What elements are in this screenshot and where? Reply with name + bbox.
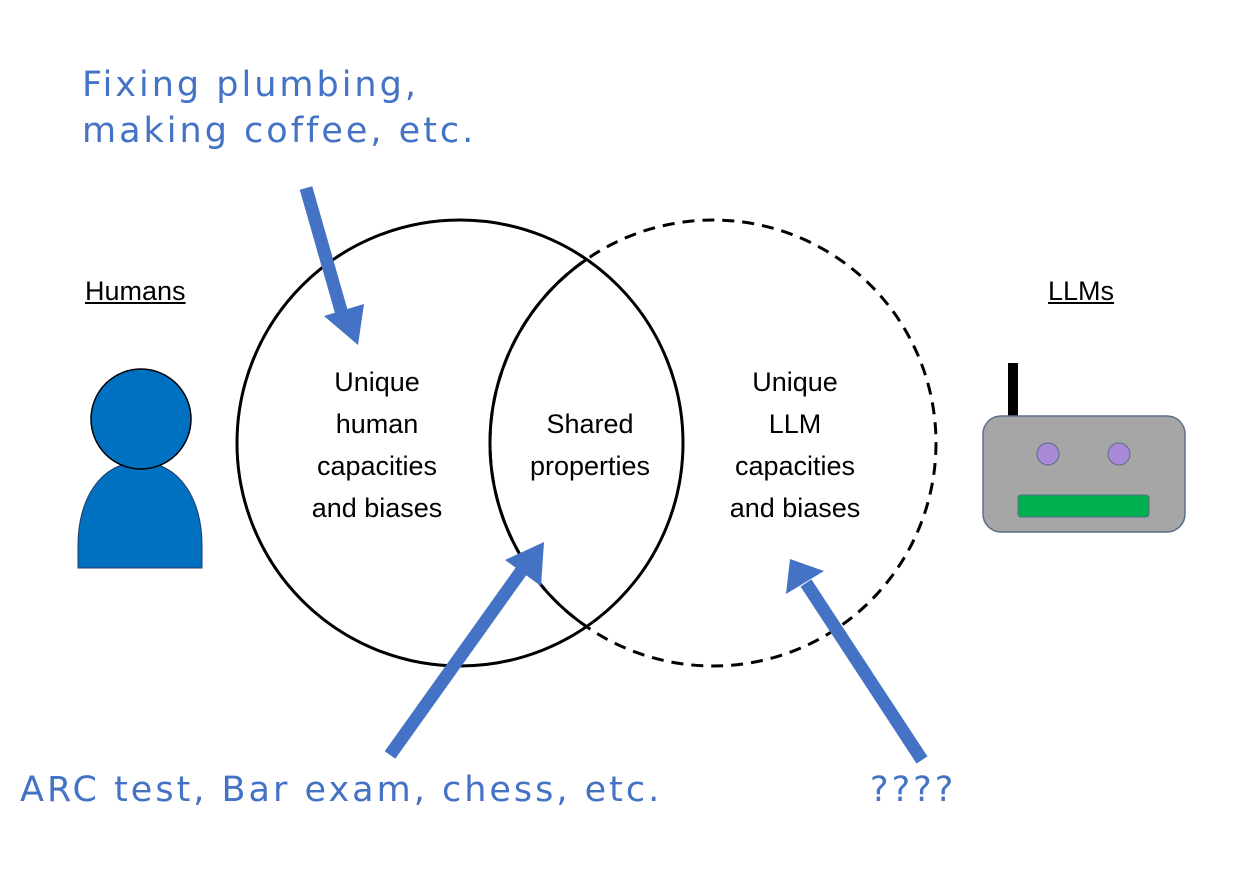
shared-text: Shared properties	[500, 403, 680, 487]
human-unique-line-2: human	[335, 409, 419, 439]
arrow-llm-unique	[786, 559, 928, 764]
arrow-shared	[384, 542, 544, 759]
top-annotation-line-2: making coffee, etc.	[82, 111, 477, 151]
humans-label: Humans	[85, 276, 186, 306]
human-unique-line-1: Unique	[334, 367, 420, 397]
shared-line-2: properties	[529, 451, 651, 481]
llm-unique-line-3: capacities	[734, 451, 856, 481]
human-unique-line-4: and biases	[311, 493, 443, 523]
llm-unique-text: Unique LLM capacities and biases	[695, 361, 895, 529]
bottom-left-annotation: ARC test, Bar exam, chess, etc.	[20, 770, 663, 810]
arrow-human-unique	[299, 186, 364, 345]
human-unique-line-3: capacities	[316, 451, 438, 481]
bottom-right-annotation: ????	[870, 770, 957, 810]
human-unique-text: Unique human capacities and biases	[277, 361, 477, 529]
robot-icon	[982, 363, 1186, 533]
llms-label: LLMs	[1048, 276, 1115, 306]
top-annotation-line-1: Fixing plumbing,	[82, 65, 419, 105]
top-annotation: Fixing plumbing, making coffee, etc.	[82, 62, 476, 154]
llm-unique-line-4: and biases	[729, 493, 861, 523]
llm-unique-line-1: Unique	[752, 367, 838, 397]
llm-unique-line-2: LLM	[768, 409, 822, 439]
person-icon	[77, 368, 203, 569]
shared-line-1: Shared	[546, 409, 634, 439]
